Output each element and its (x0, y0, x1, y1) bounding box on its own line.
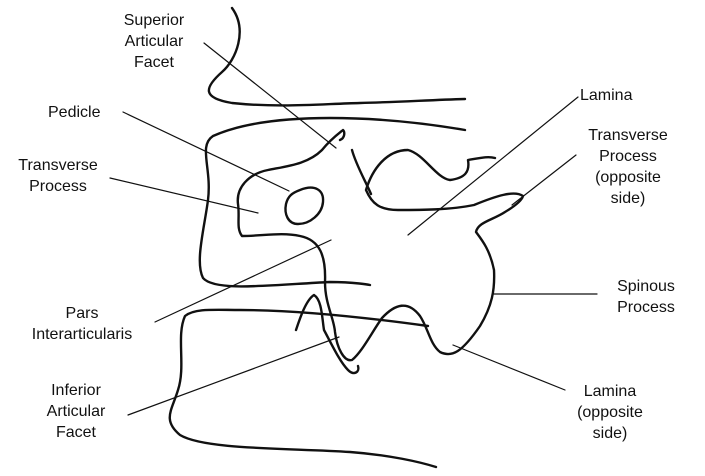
label-inferior-articular-facet: Inferior Articular Facet (28, 380, 124, 443)
label-transverse-process-opposite: Transverse Process (opposite side) (576, 125, 680, 209)
posterior-elements-outline (238, 130, 523, 360)
pedicle-oval (286, 188, 324, 224)
leader-lamina (408, 97, 578, 235)
label-lamina-opposite: Lamina (opposite side) (566, 381, 654, 444)
leader-lamina-opposite (453, 345, 565, 390)
leader-inferior-articular-facet (128, 337, 339, 415)
lower-vertebra-outline (170, 310, 436, 467)
main-vertebra-outline (200, 118, 465, 286)
label-superior-articular-facet: Superior Articular Facet (106, 10, 202, 73)
label-spinous-process: Spinous Process (600, 276, 692, 318)
leader-pedicle (123, 112, 289, 191)
label-lamina: Lamina (580, 85, 632, 106)
label-pedicle: Pedicle (48, 102, 100, 123)
superior-facet-edge (352, 150, 371, 194)
leader-transverse-process (110, 178, 258, 213)
leader-transverse-process-opposite (512, 155, 576, 205)
upper-vertebra-outline (209, 8, 465, 105)
label-pars-interarticularis: Pars Interarticularis (12, 303, 152, 345)
label-transverse-process: Transverse Process (10, 155, 106, 197)
